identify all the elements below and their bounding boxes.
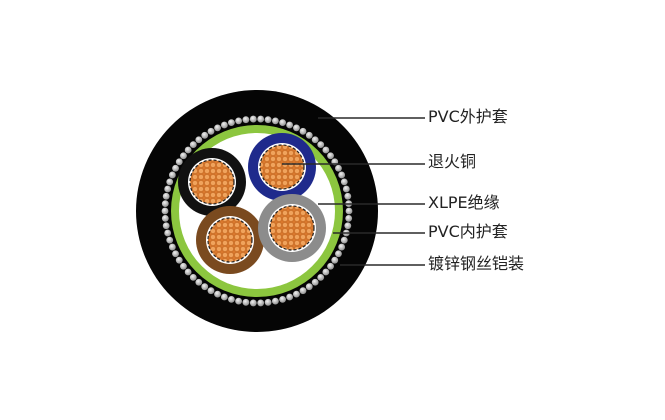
armour-wire [279,119,286,127]
armour-wire [272,117,279,125]
label-outer-sheath: PVC外护套 [428,107,508,126]
annealed-copper-conductor [269,205,315,251]
armour-wire [322,146,330,154]
armour-wire [175,158,183,166]
armour-wire [286,121,294,129]
armour-wire [322,268,330,276]
galvanized-steel-wire-armour [161,115,353,307]
armour-wire [345,215,353,222]
armour-wire [228,295,235,303]
armour-wire [168,171,176,179]
armour-wire [214,290,221,298]
armour-wire [279,295,286,303]
armour-wire [161,200,169,208]
armour-wire [264,116,272,124]
core-grey [258,194,326,262]
annealed-copper-conductor [259,144,305,190]
armour-wire [172,164,179,172]
armour-wire [189,141,197,149]
armour-wire [327,262,334,270]
armour-wire [201,283,209,291]
armour-wire [338,243,346,251]
armour-wire [228,119,235,127]
armour-wire [207,287,215,295]
armour-wire [220,293,228,301]
armour-wire [338,171,346,179]
armour-wire [168,243,176,251]
armour-wire [335,164,342,172]
armour-wire [207,127,215,135]
armour-wire [164,229,172,237]
armour-wire [286,293,294,301]
armour-wire [242,298,250,306]
label-steel-wire-armour: 镀锌钢丝铠装 [428,254,525,273]
armour-wire [161,215,169,222]
armour-wire [161,207,169,215]
armour-wire [175,256,183,264]
armour-wire [317,141,325,149]
armour-wire [195,136,203,144]
armour-wire [257,299,265,307]
armour-wire [345,207,353,215]
armour-wire [172,250,179,258]
armour-wire [214,124,221,132]
armour-wire [184,268,192,276]
armour-wire [335,250,342,258]
armour-wire [293,290,300,298]
armour-wire [184,146,192,154]
armour-wire [264,298,272,306]
armour-wire [331,256,339,264]
armour-wire [235,117,243,125]
armour-wire [311,136,319,144]
armour-wire [293,124,300,132]
label-inner-sheath: PVC内护套 [428,222,508,241]
armour-wire [340,178,348,186]
armour-wire [340,236,348,244]
annealed-copper-conductor [189,159,235,205]
armour-wire [311,278,319,286]
label-xlpe-insulation: XLPE绝缘 [428,193,500,212]
label-annealed-copper: 退火铜 [428,152,477,171]
core-black [178,148,246,216]
armour-wire [342,185,350,193]
armour-wire [242,116,250,124]
armour-wire [195,278,203,286]
armour-wire [249,115,257,123]
armour-wire [180,152,187,160]
leader-lines [282,117,425,266]
armour-wire [180,262,187,270]
armour-wire [299,127,307,135]
core-blue [248,133,316,201]
armour-wire [344,222,352,230]
armour-wire [235,297,243,305]
armour-wire [166,178,174,186]
armour-wire [162,192,170,200]
armour-wire [317,273,325,281]
armour-wire [257,115,265,123]
armour-wire [189,273,197,281]
armour-wire [201,131,209,139]
armour-wire [327,152,334,160]
armour-wire [162,222,170,230]
annealed-copper-conductor [207,217,253,263]
armour-wire [305,131,313,139]
armour-wire [305,283,313,291]
armour-wire [299,287,307,295]
armour-wire [220,121,228,129]
armour-wire [166,236,174,244]
armour-wire [164,185,172,193]
armour-wire [249,299,257,307]
armour-wire [272,297,279,305]
armour-wire [344,192,352,200]
core-brown [196,206,264,274]
